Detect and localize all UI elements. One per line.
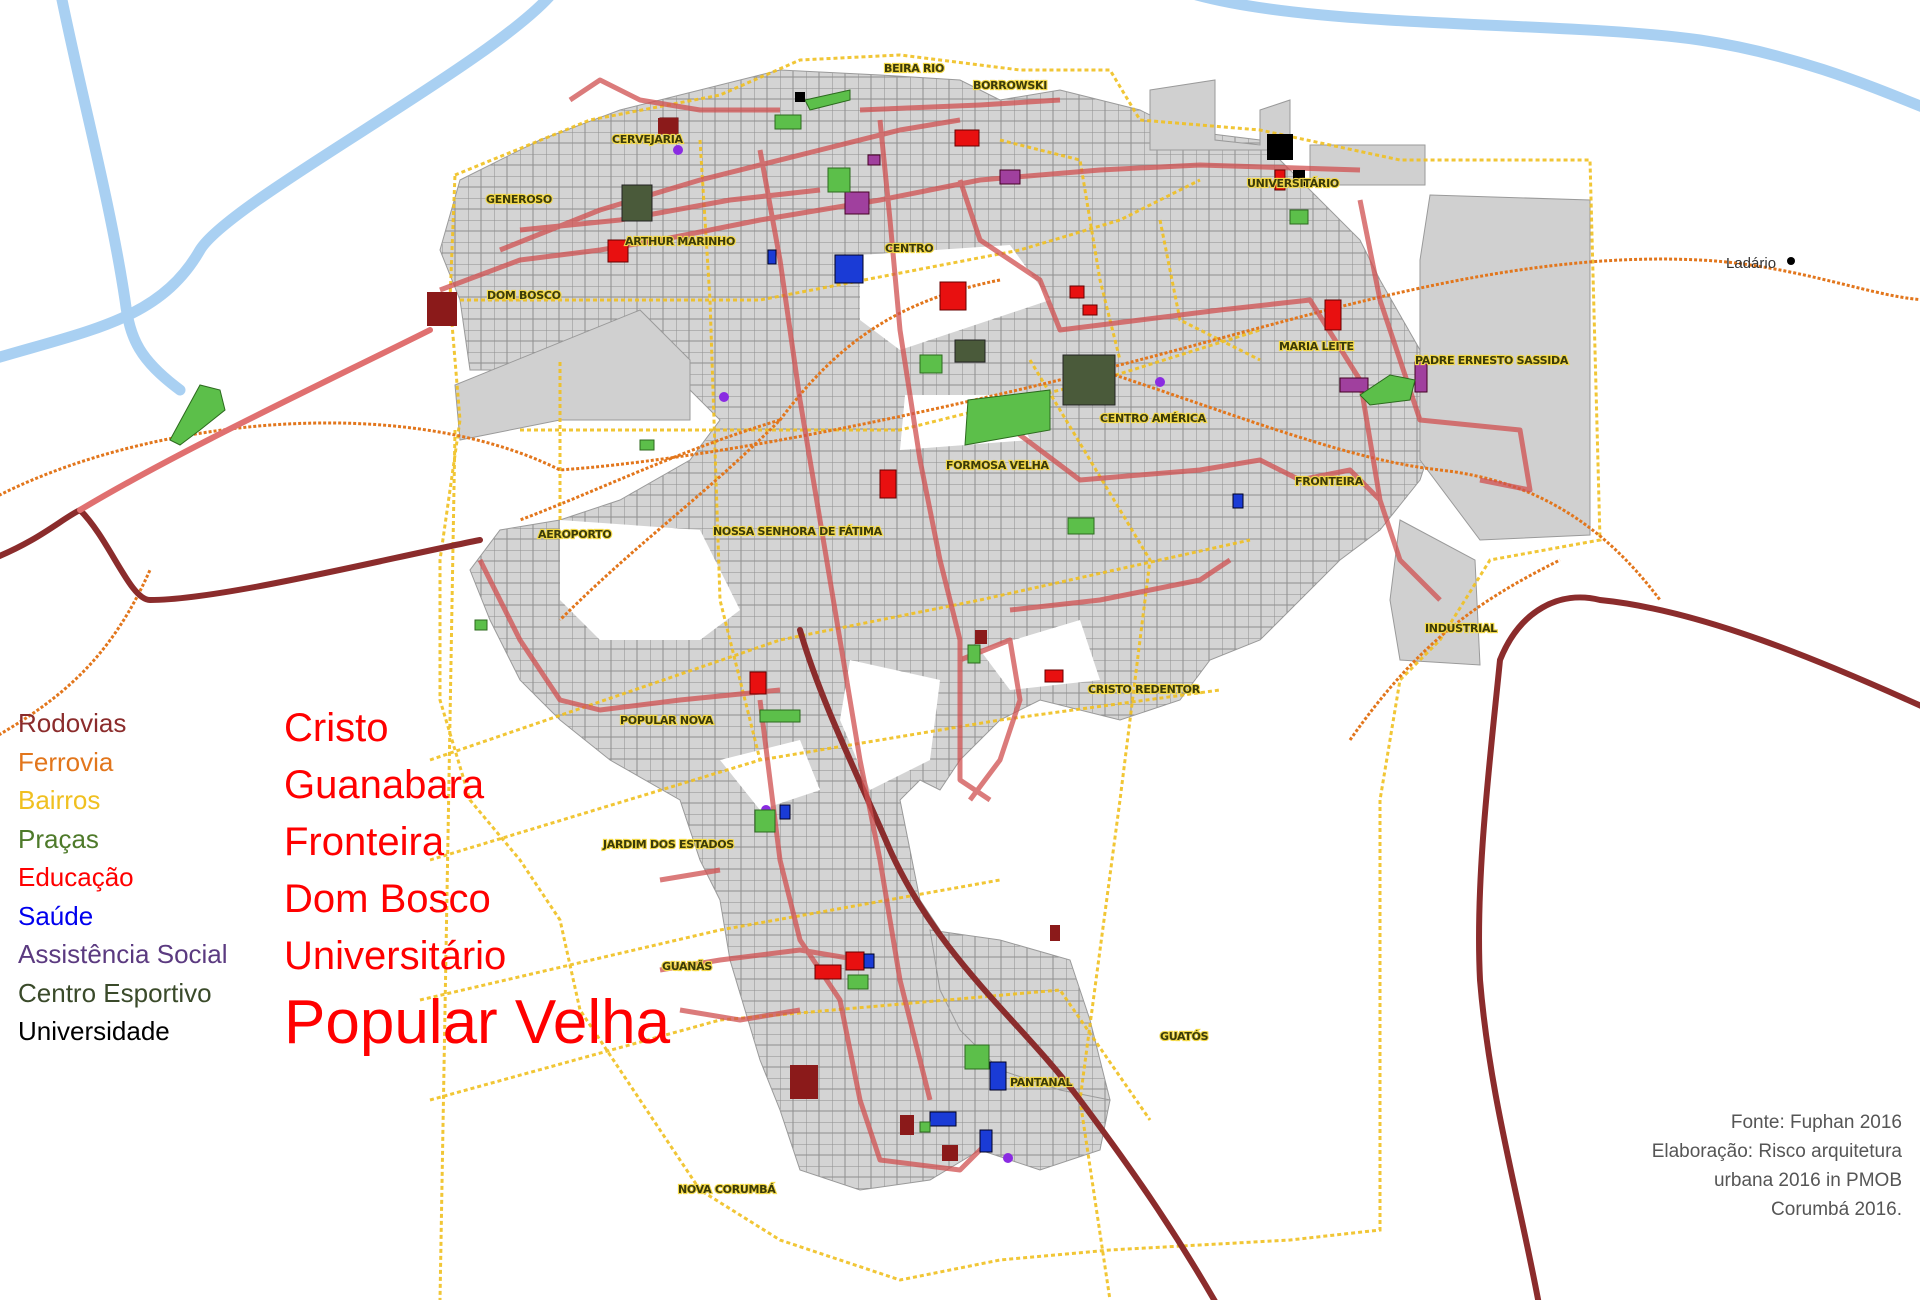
label-aeroporto: AEROPORTO bbox=[538, 528, 611, 541]
legend-item: Praças bbox=[18, 823, 99, 854]
label-centro-america: CENTRO AMÉRICA bbox=[1100, 412, 1207, 425]
label-generoso: GENEROSO bbox=[486, 193, 552, 206]
facility-markers bbox=[169, 89, 1428, 1163]
label-padre-ernesto-sassida: PADRE ERNESTO SASSIDA bbox=[1415, 354, 1569, 367]
place-label: Ladário bbox=[1726, 255, 1776, 272]
bus-routes bbox=[439, 77, 1533, 1173]
label-fronteira: FRONTEIRA bbox=[1295, 475, 1364, 488]
label-jardim-dos-estados: JARDIM DOS ESTADOS bbox=[602, 838, 734, 851]
route-name: Popular Velha bbox=[284, 988, 671, 1057]
neighborhood-labels: BEIRA RIO BORROWSKI CERVEJARIA GENEROSO … bbox=[485, 61, 1570, 1197]
legend-item: Rodovias bbox=[18, 708, 127, 738]
route-name: Guanabara bbox=[284, 763, 485, 807]
label-maria-leite: MARIA LEITE bbox=[1279, 340, 1354, 353]
label-cervejaria: CERVEJARIA bbox=[612, 133, 684, 146]
route-name: Fronteira bbox=[284, 820, 445, 864]
sports-centers bbox=[621, 184, 1116, 406]
urban-area bbox=[439, 69, 1591, 1191]
label-guanas: GUANÃS bbox=[662, 960, 712, 973]
river bbox=[0, 0, 1920, 396]
label-centro: CENTRO bbox=[885, 242, 933, 255]
route-name: Universitário bbox=[284, 934, 507, 978]
label-cristo-redentor: CRISTO REDENTOR bbox=[1088, 683, 1201, 696]
route-name: Dom Bosco bbox=[284, 877, 491, 921]
health-facilities bbox=[767, 249, 1244, 1153]
legend-item: Saúde bbox=[18, 900, 94, 931]
legend-item: Centro Esportivo bbox=[18, 977, 212, 1008]
place-ladario: Ladário bbox=[1726, 255, 1795, 272]
legend-item: Assistência Social bbox=[18, 939, 228, 969]
route-name: Cristo bbox=[284, 706, 389, 750]
social-assistance bbox=[844, 154, 1428, 393]
source-line: Elaboração: Risco arquitetura bbox=[1651, 1141, 1902, 1162]
railway bbox=[0, 257, 1920, 741]
label-borrowski: BORROWSKI bbox=[973, 79, 1047, 92]
label-popular-nova: POPULAR NOVA bbox=[620, 714, 714, 727]
squares bbox=[169, 89, 1416, 1133]
other-facilities bbox=[427, 118, 1060, 1161]
label-universitario: UNIVERSITÁRIO bbox=[1247, 177, 1339, 190]
label-industrial: INDUSTRIAL bbox=[1425, 622, 1497, 635]
label-arthur-marinho: ARTHUR MARINHO bbox=[625, 235, 735, 248]
universities bbox=[795, 92, 1305, 186]
label-pantanal: PANTANAL bbox=[1010, 1076, 1073, 1089]
legend-item: Educação bbox=[18, 862, 134, 892]
label-guatos: GUATÓS bbox=[1160, 1030, 1209, 1043]
source-line: Corumbá 2016. bbox=[1771, 1199, 1902, 1220]
place-marker bbox=[1787, 257, 1795, 265]
label-dom-bosco: DOM BOSCO bbox=[487, 289, 561, 302]
label-beira-rio: BEIRA RIO bbox=[884, 62, 944, 75]
source-line: Fonte: Fuphan 2016 bbox=[1730, 1112, 1902, 1133]
label-nova-corumba: NOVA CORUMBÁ bbox=[678, 1183, 776, 1196]
source-line: urbana 2016 in PMOB bbox=[1713, 1170, 1902, 1191]
label-nossa-senhora-de-fatima: NOSSA SENHORA DE FÁTIMA bbox=[713, 525, 883, 538]
legend-item: Universidade bbox=[18, 1016, 170, 1046]
label-formosa-velha: FORMOSA VELHA bbox=[946, 459, 1050, 472]
legend-item: Ferrovia bbox=[18, 746, 114, 777]
highways bbox=[0, 327, 1920, 1300]
legend-item: Bairros bbox=[18, 785, 101, 815]
